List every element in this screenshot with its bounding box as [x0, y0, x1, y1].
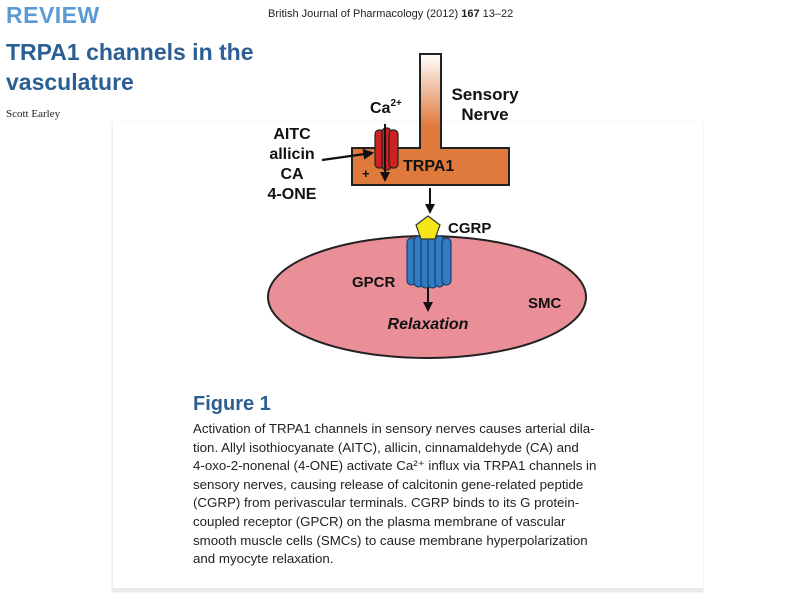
caption-line: coupled receptor (GPCR) on the plasma me…	[193, 513, 566, 529]
trpa1-subunit	[388, 129, 399, 169]
calcium-symbol: Ca	[370, 100, 391, 117]
caption-line: smooth muscle cells (SMCs) to cause memb…	[193, 532, 588, 548]
journal-citation: British Journal of Pharmacology (2012) 1…	[268, 8, 513, 20]
agonist-arrow	[321, 148, 375, 162]
caption-line: tion. Allyl isothiocyanate (AITC), allic…	[193, 439, 579, 455]
trpa1-label: TRPA1	[403, 158, 454, 175]
caption-line: and myocyte relaxation.	[193, 551, 334, 567]
agonist-aitc: AITC	[273, 126, 311, 143]
author-name: Scott Earley	[6, 108, 61, 120]
section-label: REVIEW	[6, 2, 100, 28]
plus-sign: +	[362, 166, 370, 181]
caption-line: sensory nerves, causing release of calci…	[193, 476, 584, 492]
smc-label: SMC	[528, 295, 562, 312]
article-title: TRPA1 channels in the vasculature	[6, 39, 254, 95]
gpcr-receptor	[406, 234, 452, 289]
journal-volume: 167	[461, 8, 480, 20]
gpcr-label: GPCR	[352, 274, 396, 291]
sensory-nerve-label-line2: Nerve	[461, 105, 508, 124]
caption-line: 4-oxo-2-nonenal (4-ONE) activate Ca²⁺ in…	[193, 458, 597, 474]
journal-pages: 13–22	[482, 8, 514, 20]
sensory-nerve-label-line1: Sensory	[451, 85, 519, 104]
relaxation-label: Relaxation	[388, 316, 469, 333]
figure-label: Figure 1	[193, 393, 271, 415]
figure-caption: Activation of TRPA1 channels in sensory …	[193, 420, 656, 569]
caption-line: Activation of TRPA1 channels in sensory …	[193, 421, 595, 436]
journal-name: British Journal of Pharmacology (2012)	[268, 8, 459, 20]
caption-line: (CGRP) from perivascular terminals. CGRP…	[193, 495, 580, 511]
trpa1-channel	[374, 127, 399, 171]
cgrp-label: CGRP	[448, 220, 491, 237]
agonist-4-one: 4-ONE	[268, 186, 317, 203]
calcium-ion-label: Ca2+	[370, 98, 402, 117]
gpcr-helix	[441, 237, 452, 286]
agonist-allicin: allicin	[269, 146, 314, 163]
sensory-nerve-axon	[419, 53, 442, 151]
cgrp-peptide	[415, 215, 441, 240]
calcium-charge: 2+	[390, 98, 402, 109]
agonist-ca: CA	[280, 166, 304, 183]
